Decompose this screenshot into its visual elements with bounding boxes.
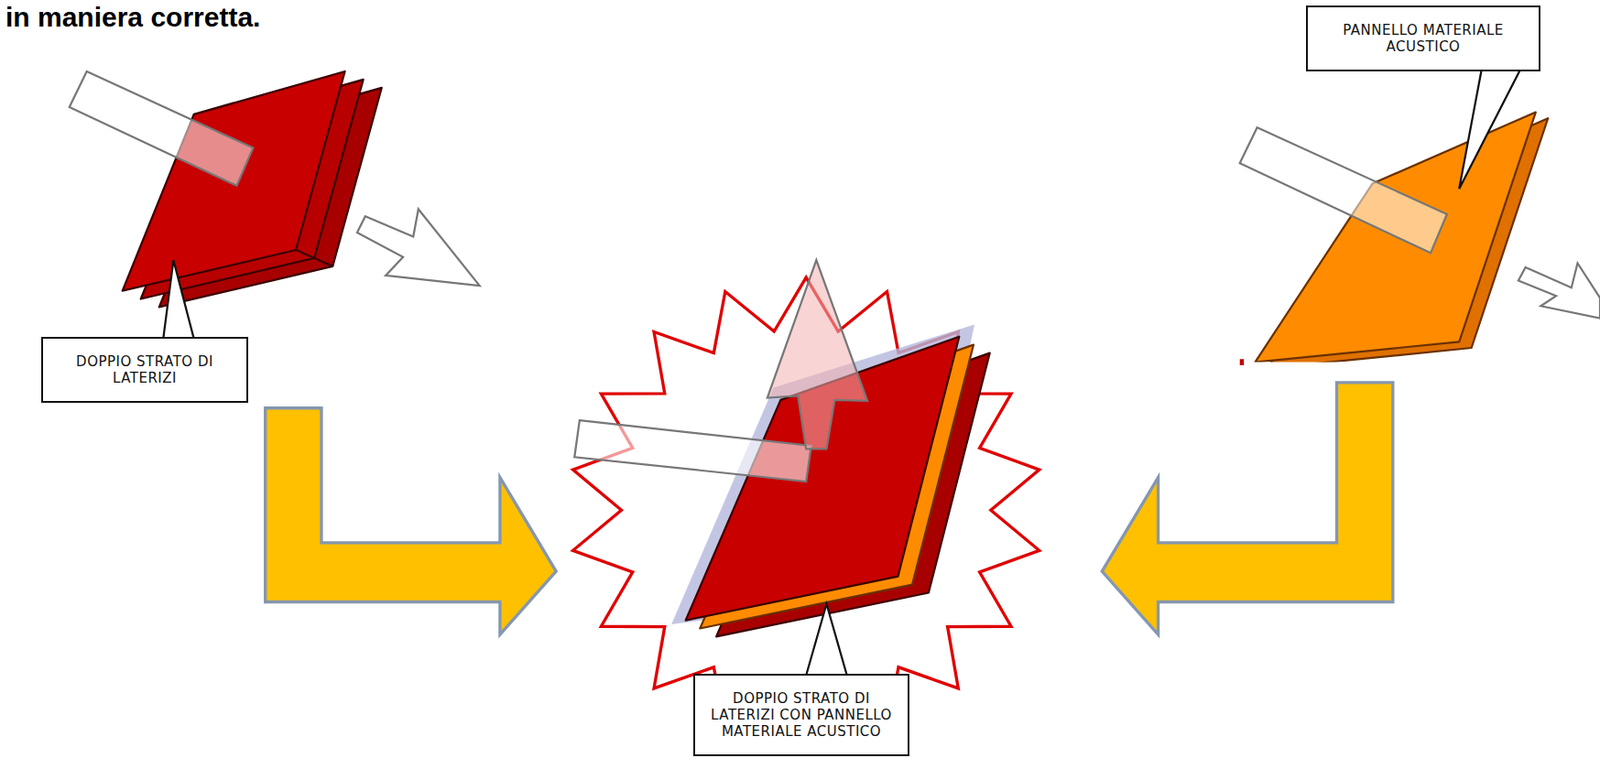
sound-beam (69, 71, 254, 186)
heading-fragment: in maniera corretta. (5, 1, 261, 33)
callout-tail (1458, 69, 1521, 189)
callout-box: DOPPIO STRATO DI LATERIZI (41, 337, 249, 403)
callout-text: PANNELLO MATERIALE ACUSTICO (1317, 21, 1530, 55)
callout-tail (163, 260, 194, 339)
transmitted-arrow (1518, 263, 1600, 319)
flow-arrow (265, 408, 557, 635)
callout-tail (805, 604, 848, 676)
callout-box: PANNELLO MATERIALE ACUSTICO (1306, 5, 1541, 72)
callout-text: DOPPIO STRATO DI LATERIZI CON PANNELLO M… (704, 690, 899, 741)
flow-arrow (1101, 382, 1394, 635)
transmitted-arrow (357, 208, 480, 286)
sound-beam (1240, 127, 1448, 253)
sound-beam (574, 420, 811, 482)
panel-fragment (1240, 359, 1244, 366)
callout-box: DOPPIO STRATO DI LATERIZI CON PANNELLO M… (693, 674, 910, 757)
callout-text: DOPPIO STRATO DI LATERIZI (52, 353, 238, 387)
reflected-arrow (767, 260, 868, 449)
